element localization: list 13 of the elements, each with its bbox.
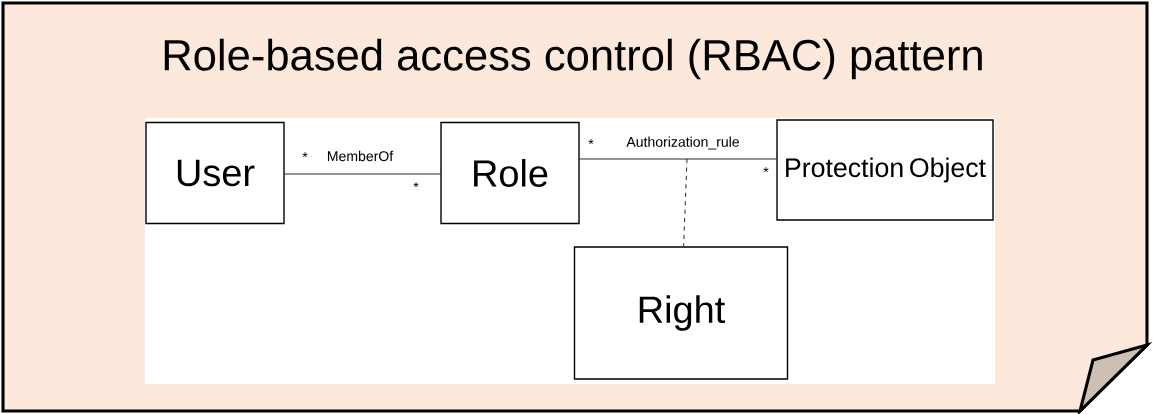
class-box: Right <box>573 246 789 380</box>
multiplicity-mark: * <box>413 182 419 188</box>
title: Role-based access control (RBAC) pattern <box>164 38 982 80</box>
multiplicity-mark: * <box>302 152 308 158</box>
class-box: User <box>145 121 285 225</box>
association-line <box>579 158 777 160</box>
association-class-link <box>683 158 688 247</box>
multiplicity-mark: * <box>763 167 769 173</box>
class-box: Protection Object <box>776 119 994 221</box>
edge-label: Authorization_rule <box>626 136 739 150</box>
edge-label: MemberOf <box>327 150 394 162</box>
association-line <box>284 173 441 175</box>
class-box: Role <box>440 121 580 225</box>
